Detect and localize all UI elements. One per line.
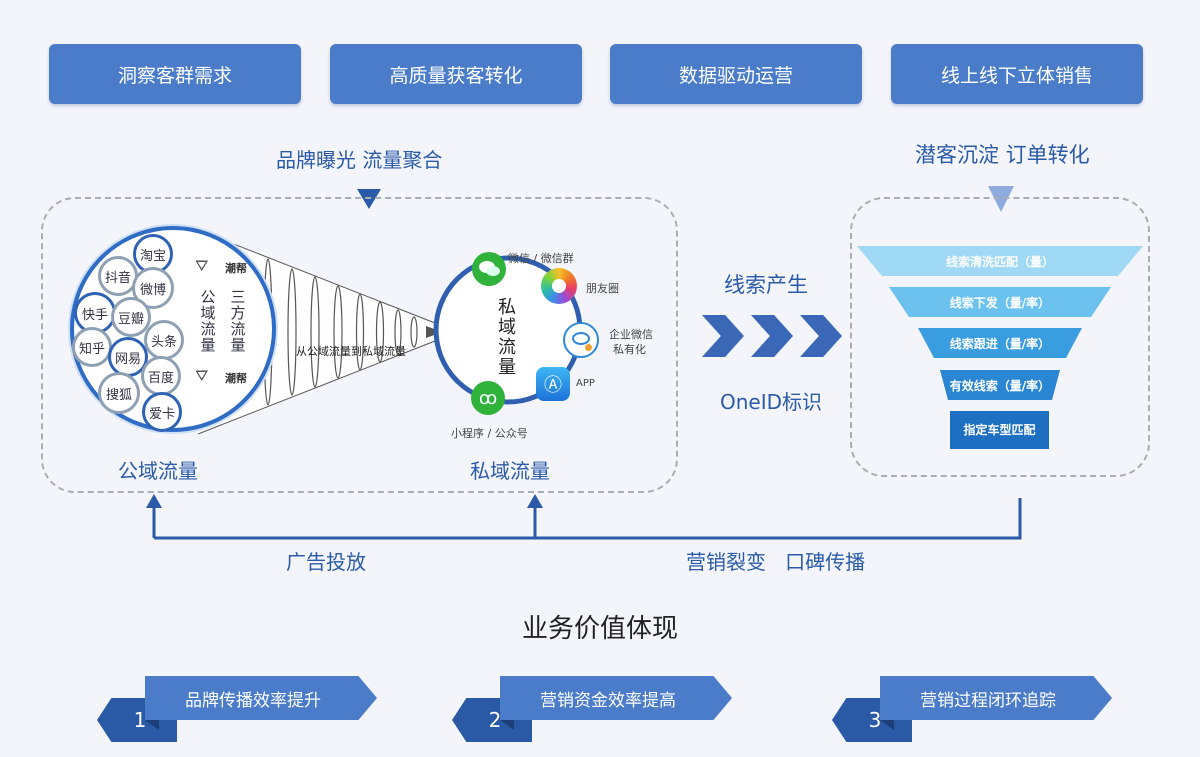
left-heading: 品牌曝光 流量聚合 xyxy=(276,148,443,172)
wecom-icon xyxy=(563,322,599,358)
brand-aika: 爱卡 xyxy=(142,392,182,432)
moments-icon xyxy=(541,268,577,304)
value-ribbon-2: 2 营销资金效率提高 xyxy=(452,676,742,746)
funnel-level-3: 线索跟进（量/率） xyxy=(949,336,1051,351)
logo-icon: ⛛ xyxy=(195,256,209,275)
ad-label: 广告投放 xyxy=(286,550,366,574)
value-ribbon-1: 1 品牌传播效率提升 xyxy=(97,676,387,746)
logo-text: 潮帮 xyxy=(225,372,247,385)
funnel-level-4: 有效线索（量/率） xyxy=(949,378,1051,393)
value-label: 营销过程闭环追踪 xyxy=(880,676,1112,720)
moments-label: 朋友圈 xyxy=(586,282,619,295)
wechat-icon xyxy=(472,252,506,286)
wecom-label: 企业微信 xyxy=(609,328,653,341)
brand-weibo: 微博 xyxy=(132,267,174,309)
value-label: 品牌传播效率提升 xyxy=(145,676,377,720)
o2o-sales-button[interactable]: 线上线下立体销售 xyxy=(891,44,1143,104)
marketing-label: 营销裂变 口碑传播 xyxy=(686,550,866,574)
right-heading: 潜客沉淀 订单转化 xyxy=(915,143,1090,167)
miniprogram-icon: ꝏ xyxy=(471,381,505,415)
public-traffic-vertical: 公域流量 xyxy=(200,288,216,354)
miniprogram-label: 小程序 / 公众号 xyxy=(451,427,528,440)
oneid-label: OneID标识 xyxy=(720,390,823,414)
value-number: 3 xyxy=(832,698,912,742)
wechat-label: 微信 / 微信群 xyxy=(508,252,574,265)
left-dashed-panel xyxy=(41,197,678,493)
value-label: 营销资金效率提高 xyxy=(500,676,732,720)
brand-sohu: 搜狐 xyxy=(98,372,140,414)
app-label: APP xyxy=(576,378,595,389)
acquisition-button[interactable]: 高质量获客转化 xyxy=(330,44,582,104)
right-down-arrow-icon xyxy=(988,186,1014,212)
lead-gen-label: 线索产生 xyxy=(724,273,808,297)
app-store-icon: Ⓐ xyxy=(536,367,570,401)
funnel-level-2: 线索下发（量/率） xyxy=(949,295,1051,310)
funnel-caption: 从公域流量到私域流量 xyxy=(296,345,406,358)
value-ribbon-3: 3 营销过程闭环追踪 xyxy=(832,676,1122,746)
funnel-level-1: 线索清洗匹配（量） xyxy=(945,254,1054,269)
value-title: 业务价值体现 xyxy=(521,614,678,644)
funnel-level-5: 指定车型匹配 xyxy=(963,423,1036,437)
data-ops-button[interactable]: 数据驱动运营 xyxy=(610,44,862,104)
brand-douban: 豆瓣 xyxy=(111,297,151,337)
logo-text: 潮帮 xyxy=(225,262,247,275)
insight-button[interactable]: 洞察客群需求 xyxy=(49,44,301,104)
left-down-arrow-icon xyxy=(357,189,381,209)
brand-baidu: 百度 xyxy=(141,356,181,396)
brand-toutiao: 头条 xyxy=(144,320,184,360)
public-traffic-label: 公域流量 xyxy=(118,459,198,483)
private-center-label: 私域流量 xyxy=(498,297,516,378)
private-traffic-label: 私域流量 xyxy=(470,459,550,483)
brand-zhihu: 知乎 xyxy=(72,327,112,367)
right-dashed-panel xyxy=(850,197,1150,477)
third-party-vertical: 三方流量 xyxy=(230,288,246,354)
wecom-sub-label: 私有化 xyxy=(613,343,646,356)
logo-icon: ⛛ xyxy=(195,366,209,385)
